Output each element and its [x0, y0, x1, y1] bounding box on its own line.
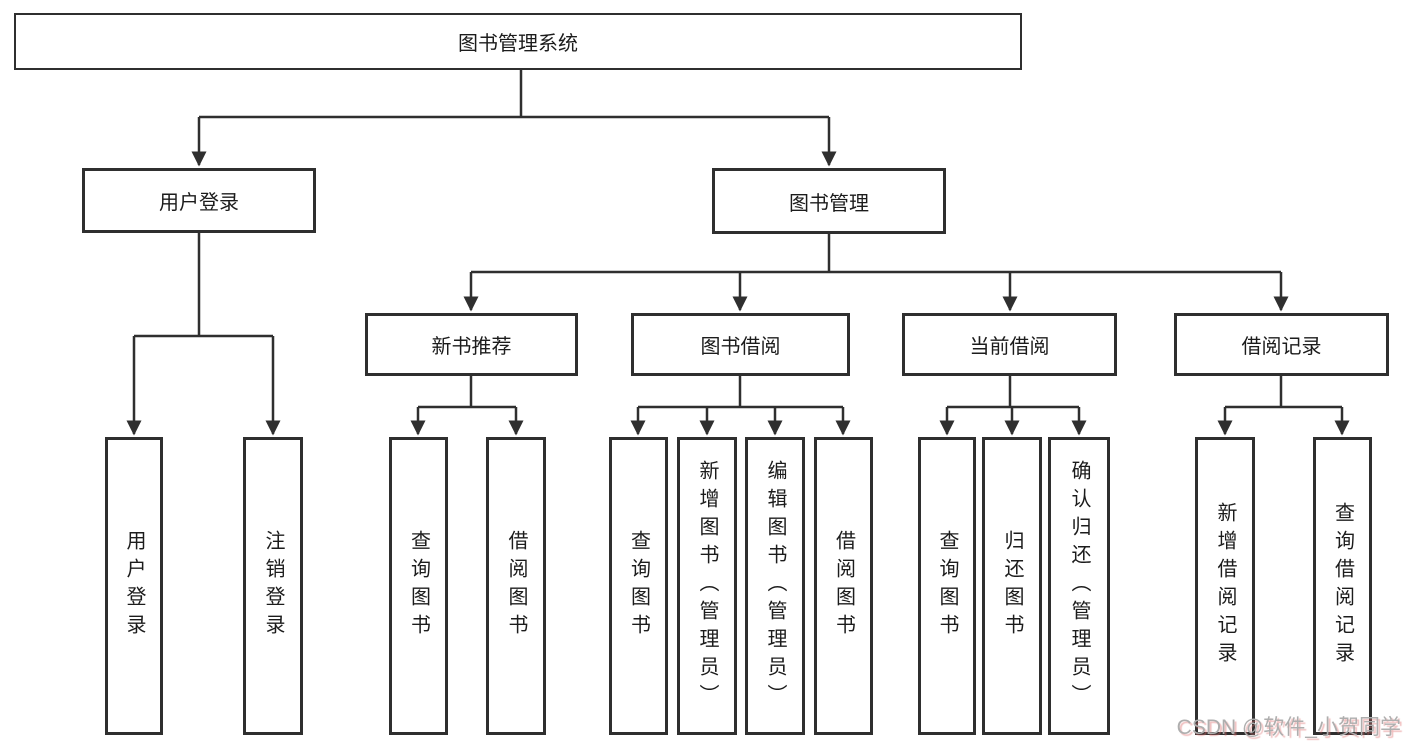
node-leaf-borrow-books: 借阅图书 — [814, 437, 873, 735]
node-label: 归还图书 — [1001, 530, 1023, 642]
node-module-book-borrowing: 图书借阅 — [631, 313, 850, 376]
node-label: 新增借阅记录 — [1214, 502, 1236, 670]
node-leaf-borrow-books-recommend: 借阅图书 — [486, 437, 546, 735]
node-root-library-management-system: 图书管理系统 — [14, 13, 1022, 70]
node-leaf-logout: 注销登录 — [243, 437, 303, 735]
node-label: 当前借阅 — [969, 336, 1050, 358]
node-label: 用户登录 — [123, 530, 145, 642]
node-leaf-user-login: 用户登录 — [105, 437, 163, 735]
node-label: 借阅图书 — [832, 530, 855, 642]
node-leaf-query-borrow-record: 查询借阅记录 — [1313, 437, 1372, 735]
node-label: 新书推荐 — [431, 336, 512, 358]
node-leaf-confirm-return-admin: 确认归还（管理员） — [1048, 437, 1110, 735]
node-leaf-query-books-recommend: 查询图书 — [389, 437, 448, 735]
node-label: 图书管理 — [789, 192, 869, 215]
node-label: 用户登录 — [159, 192, 239, 214]
node-branch-book-management: 图书管理 — [712, 168, 946, 234]
node-label: 查询图书 — [627, 530, 650, 642]
node-branch-user-login: 用户登录 — [82, 168, 316, 233]
node-label: 借阅图书 — [505, 530, 527, 642]
node-module-current-borrowing: 当前借阅 — [902, 313, 1117, 376]
node-leaf-edit-books-admin: 编辑图书（管理员） — [745, 437, 805, 735]
node-label: 借阅记录 — [1241, 336, 1322, 358]
node-label: 确认归还（管理员） — [1068, 460, 1090, 712]
node-label: 图书借阅 — [700, 336, 781, 358]
node-label: 图书管理系统 — [458, 33, 578, 55]
node-label: 查询图书 — [936, 530, 958, 642]
node-leaf-query-books-current: 查询图书 — [918, 437, 976, 735]
node-label: 查询借阅记录 — [1331, 502, 1354, 670]
node-leaf-query-books-borrowing: 查询图书 — [609, 437, 668, 735]
node-leaf-return-books: 归还图书 — [982, 437, 1042, 735]
csdn-watermark: CSDN @软件_小贺同学 — [1176, 716, 1401, 739]
node-label: 编辑图书（管理员） — [764, 460, 786, 712]
node-leaf-add-books-admin: 新增图书（管理员） — [677, 437, 737, 735]
node-leaf-add-borrow-record: 新增借阅记录 — [1195, 437, 1255, 735]
node-label: 注销登录 — [262, 530, 284, 642]
node-module-new-book-recommendation: 新书推荐 — [365, 313, 578, 376]
node-module-borrowing-records: 借阅记录 — [1174, 313, 1389, 376]
node-label: 新增图书（管理员） — [696, 460, 718, 712]
node-label: 查询图书 — [407, 530, 430, 642]
